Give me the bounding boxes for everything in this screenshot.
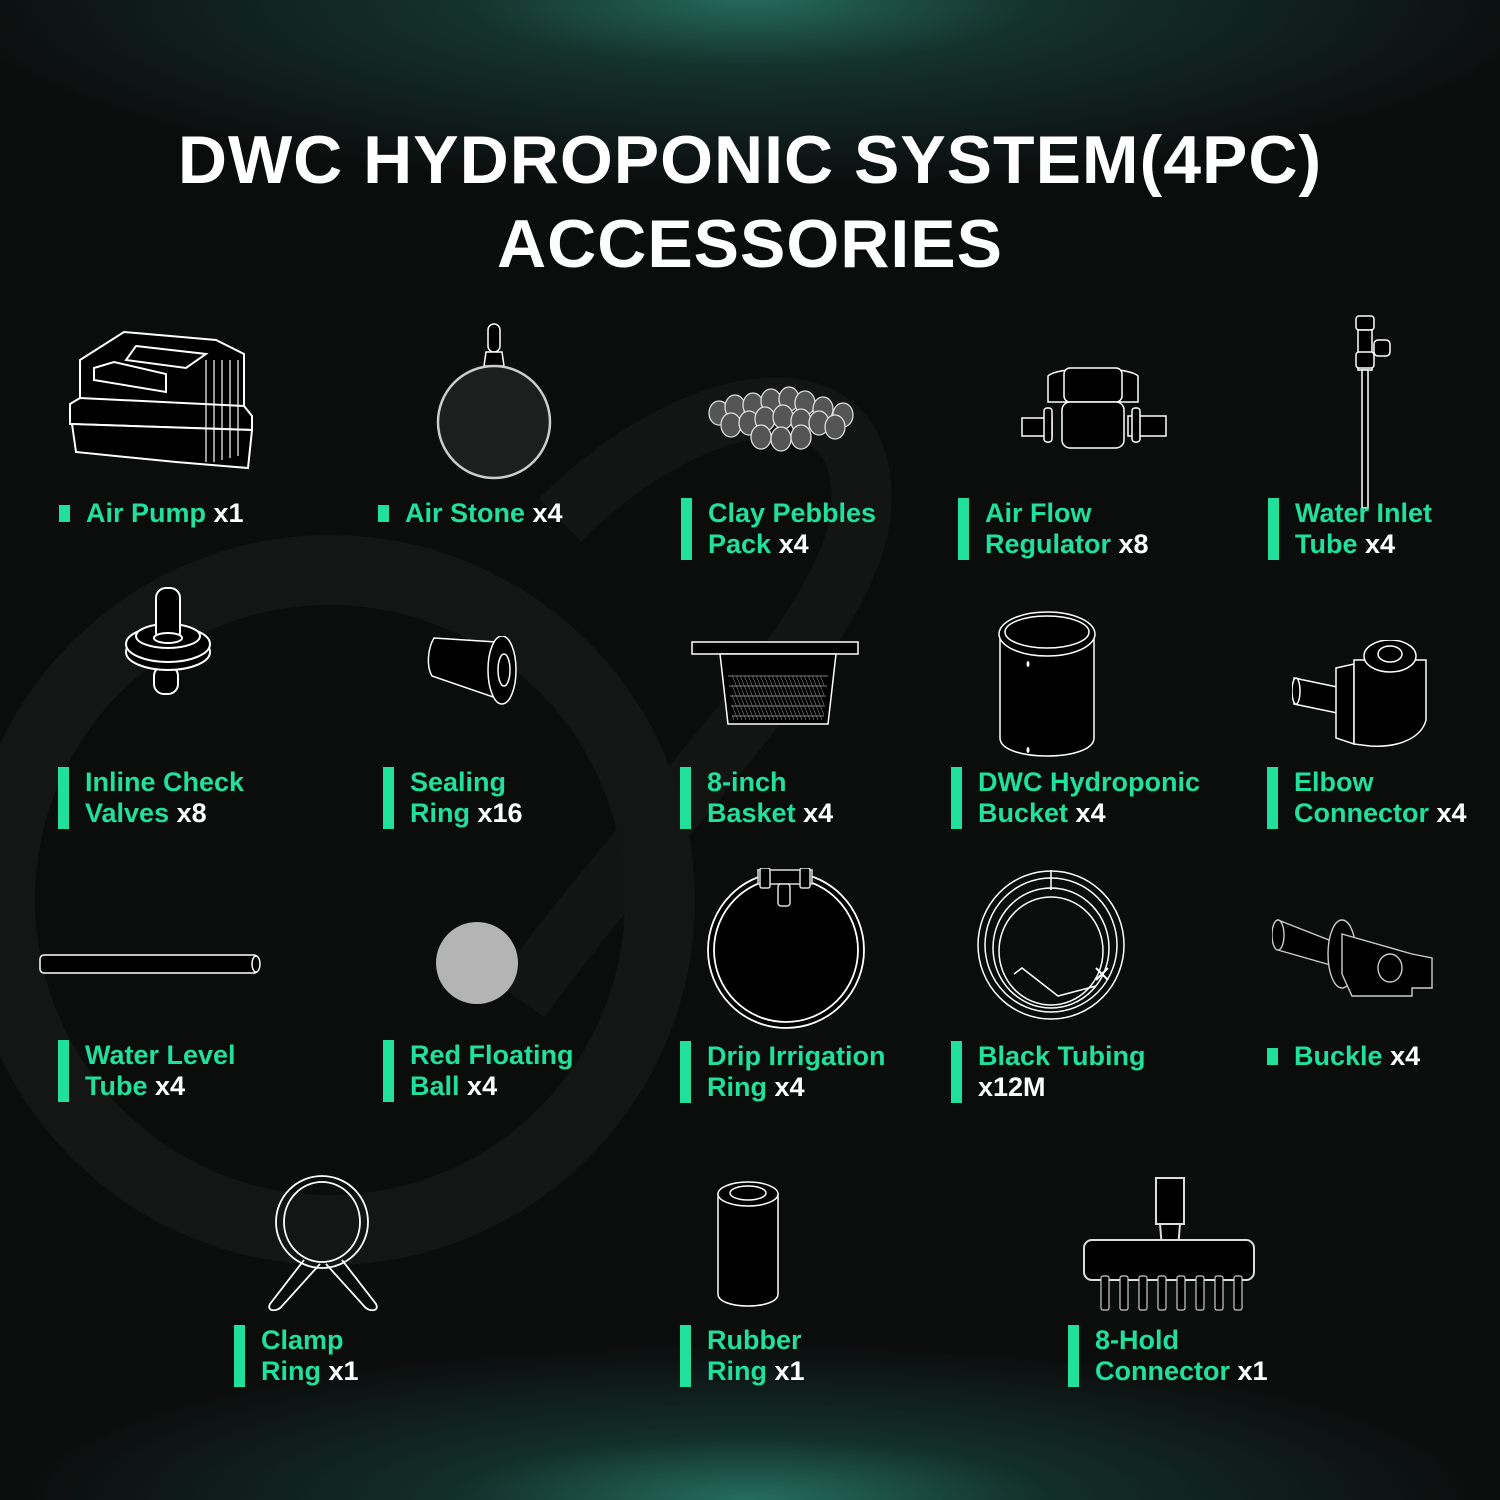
- drip-ring-icon: [707, 868, 865, 1029]
- manifold-connector-icon: [1083, 1177, 1255, 1311]
- air-flow-regulator-icon: [1021, 367, 1167, 449]
- item-label-air-pump: Air Pump x1: [59, 498, 244, 529]
- sealing-ring-icon: [427, 636, 517, 705]
- air-pump-icon: [69, 330, 254, 470]
- clamp-ring-icon: [268, 1175, 378, 1312]
- accent-bar: [59, 505, 70, 522]
- title-line-2: ACCESSORIES: [497, 206, 1003, 282]
- accent-bar: [680, 1041, 691, 1103]
- accent-bar: [234, 1325, 245, 1387]
- tubing-coil-icon: [977, 870, 1125, 1020]
- accent-bar: [680, 1325, 691, 1387]
- accent-bar: [951, 767, 962, 829]
- basket-icon: [691, 641, 859, 725]
- floating-ball-icon: [436, 922, 518, 1004]
- check-valve-icon: [125, 587, 211, 695]
- page-title: DWC HYDROPONIC SYSTEM(4PC) ACCESSORIES: [0, 118, 1500, 286]
- accent-bar: [680, 767, 691, 829]
- clay-pebbles-icon: [708, 386, 854, 452]
- water-level-tube-icon: [39, 954, 261, 974]
- buckle-icon: [1272, 918, 1433, 997]
- accent-bar: [383, 1040, 394, 1102]
- rubber-ring-icon: [717, 1181, 779, 1307]
- accent-bar: [383, 767, 394, 829]
- accent-bar: [951, 1041, 962, 1103]
- water-inlet-tube-icon: [1355, 315, 1391, 509]
- air-stone-icon: [436, 323, 552, 480]
- item-label-air-stone: Air Stone x4: [378, 498, 563, 529]
- accent-bar: [58, 767, 69, 829]
- accent-bar: [681, 498, 692, 560]
- accent-bar: [1267, 767, 1278, 829]
- bucket-icon: [998, 611, 1096, 757]
- title-line-1: DWC HYDROPONIC SYSTEM(4PC): [177, 122, 1323, 198]
- accent-bar: [378, 505, 389, 522]
- accent-bar: [1068, 1325, 1079, 1387]
- accent-bar: [1268, 498, 1279, 560]
- accent-bar: [958, 498, 969, 560]
- item-label-buckle: Buckle x4: [1267, 1041, 1420, 1072]
- accent-bar: [58, 1040, 69, 1102]
- accent-bar: [1267, 1048, 1278, 1065]
- elbow-connector-icon: [1292, 640, 1427, 747]
